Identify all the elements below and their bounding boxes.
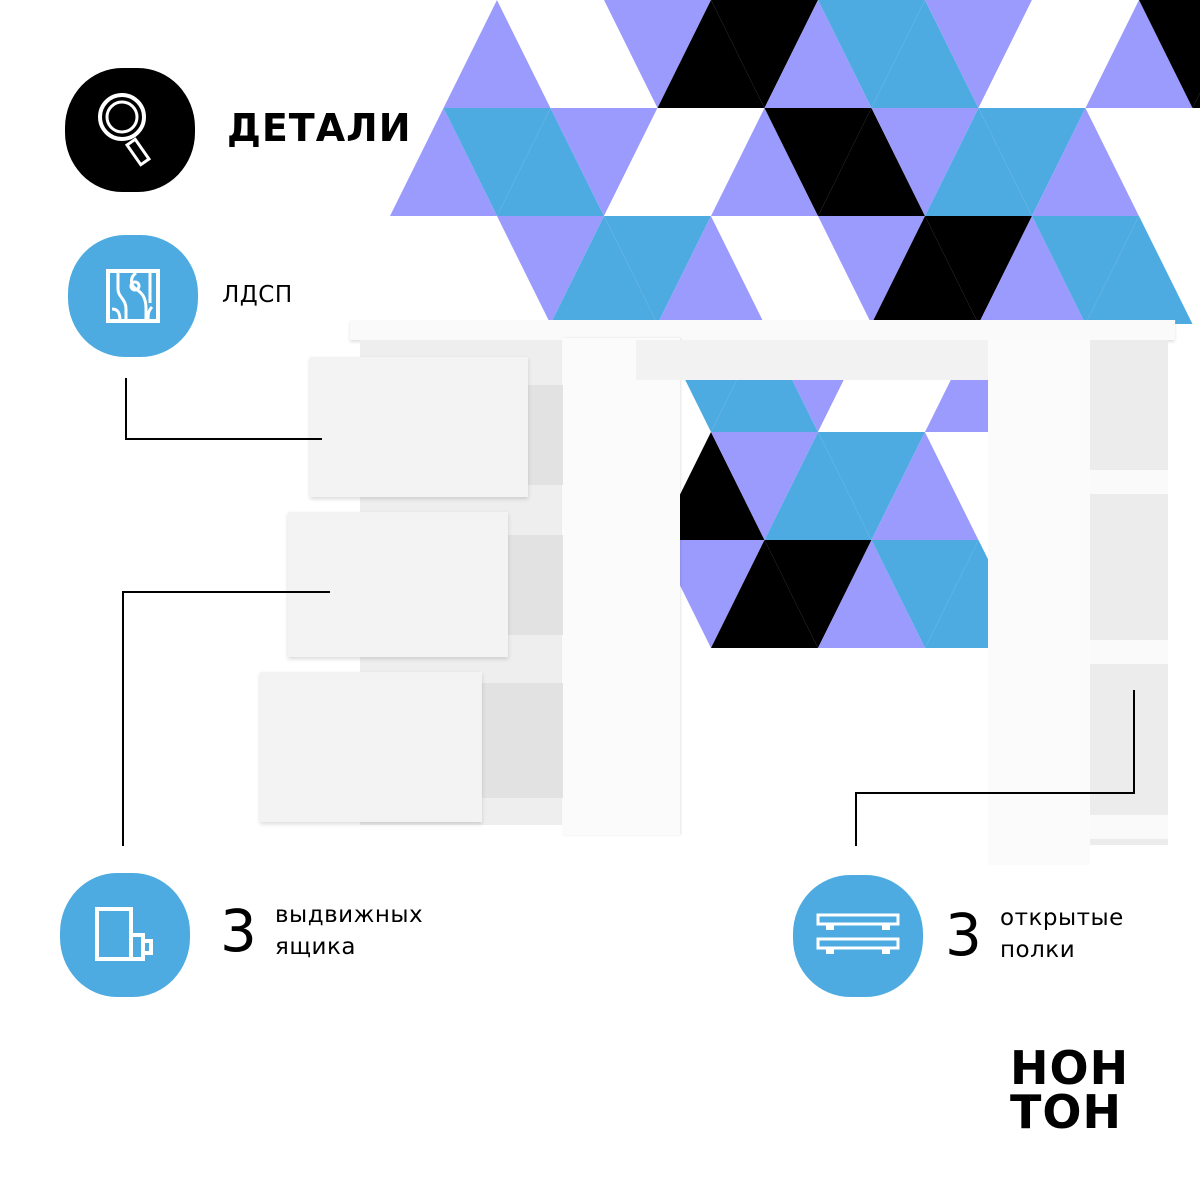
pattern-triangle	[764, 108, 872, 216]
wood-texture-icon	[106, 269, 160, 323]
pattern-triangle	[1085, 108, 1193, 216]
pattern-triangle	[711, 432, 818, 540]
shelves-badge	[793, 875, 923, 997]
pattern-triangle	[497, 108, 604, 216]
page-title: ДЕТАЛИ	[227, 106, 412, 150]
pattern-triangle	[1192, 92, 1200, 108]
drawers-label-line2: ящика	[275, 934, 356, 960]
pattern-triangle	[1032, 108, 1139, 216]
pattern-triangle	[764, 540, 872, 648]
pattern-triangle	[604, 108, 711, 216]
brand-line2: ТОН	[1010, 1085, 1122, 1139]
pattern-triangle	[871, 540, 979, 648]
pattern-triangle	[604, 216, 711, 324]
pattern-triangle	[818, 432, 925, 540]
pattern-triangle	[818, 540, 925, 648]
drawers-label-line1: выдвижных	[275, 902, 424, 928]
drawer-icon	[95, 907, 153, 961]
pattern-triangle	[443, 0, 551, 108]
shelves-label-line1: открытые	[1000, 905, 1124, 931]
pattern-triangle	[1139, 108, 1200, 216]
pattern-triangle	[871, 216, 979, 324]
pattern-triangle	[711, 0, 818, 108]
pattern-triangle	[925, 0, 1032, 108]
brand-logo: НОН ТОН	[1010, 1041, 1130, 1139]
pattern-triangle	[657, 108, 765, 216]
material-label: ЛДСП	[222, 282, 293, 308]
pattern-triangle	[871, 0, 979, 108]
pattern-triangle	[978, 216, 1086, 324]
pattern-triangle	[871, 108, 979, 216]
pattern-triangle	[657, 0, 765, 108]
drawers-badge	[60, 873, 190, 997]
pattern-triangle	[497, 0, 604, 108]
pattern-triangle	[1139, 0, 1200, 108]
pattern-triangle	[818, 0, 925, 108]
pattern-triangle	[711, 216, 818, 324]
magnifier-icon	[98, 93, 152, 167]
shelves-label-line2: полки	[1000, 937, 1076, 963]
shelves-count: 3	[945, 901, 982, 969]
pattern-triangle	[925, 108, 1032, 216]
pattern-triangle	[764, 216, 872, 324]
pattern-triangle	[818, 108, 925, 216]
pattern-triangle	[657, 432, 765, 540]
material-badge	[68, 235, 198, 357]
pattern-triangle	[764, 0, 872, 108]
pattern-triangle	[764, 432, 872, 540]
pattern-triangle	[1085, 0, 1193, 108]
pattern-triangle	[657, 540, 765, 648]
pattern-triangle	[1032, 216, 1139, 324]
pattern-triangle	[818, 216, 925, 324]
pattern-triangle	[925, 216, 1032, 324]
pattern-triangle	[1032, 0, 1139, 108]
drawers-count: 3	[220, 897, 257, 965]
pattern-triangle	[550, 216, 658, 324]
pattern-triangle	[390, 108, 497, 216]
shelves-icon	[816, 913, 900, 954]
pattern-triangle	[657, 216, 765, 324]
pattern-triangle	[550, 108, 658, 216]
pattern-triangle	[871, 432, 979, 540]
pattern-triangle	[978, 108, 1086, 216]
details-badge	[65, 68, 195, 192]
pattern-triangle	[550, 0, 658, 108]
pattern-triangle	[978, 0, 1086, 108]
pattern-triangle	[497, 216, 604, 324]
pattern-triangle	[711, 540, 818, 648]
pattern-triangle	[711, 108, 818, 216]
brand-line1: НОН	[1010, 1041, 1130, 1095]
pattern-triangle	[443, 108, 551, 216]
pattern-triangle	[604, 0, 711, 108]
pattern-triangle	[1085, 216, 1193, 324]
